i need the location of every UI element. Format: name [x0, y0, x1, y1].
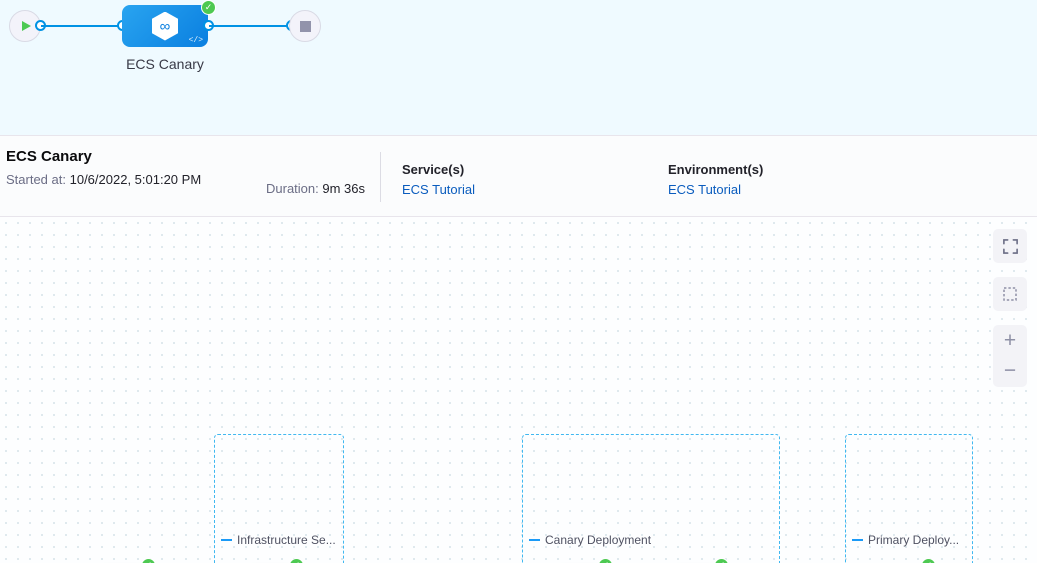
environment-link[interactable]: ECS Tutorial — [668, 182, 741, 197]
group-label-infrastructure-section[interactable]: Infrastructure Se... — [221, 533, 336, 547]
collapse-dash-icon[interactable] — [529, 539, 540, 541]
environments-column: Environment(s) ECS Tutorial — [668, 162, 763, 197]
stage-label: ECS Canary — [126, 56, 204, 72]
fit-to-screen-button[interactable] — [993, 277, 1027, 311]
service-link[interactable]: ECS Tutorial — [402, 182, 475, 197]
collapse-dash-icon[interactable] — [852, 539, 863, 541]
stop-icon — [299, 20, 311, 32]
stage-node-ecs-canary[interactable]: ∞ </> — [122, 5, 208, 47]
group-label-primary-deployment[interactable]: Primary Deploy... — [852, 533, 959, 547]
services-column: Service(s) ECS Tutorial — [402, 162, 475, 197]
zoom-out-button[interactable]: − — [1003, 359, 1017, 382]
edge-stage-to-stop — [209, 25, 291, 27]
harness-hexagon-icon: ∞ — [152, 11, 178, 41]
execution-header: ECS Canary Started at: 10/6/2022, 5:01:2… — [0, 136, 1037, 217]
zoom-in-button[interactable]: + — [1003, 329, 1017, 352]
started-at-row: Started at: 10/6/2022, 5:01:20 PM — [6, 172, 202, 187]
zoom-controls[interactable]: + − — [993, 325, 1027, 387]
started-at-value: 10/6/2022, 5:01:20 PM — [69, 172, 202, 187]
group-label-canary-deployment[interactable]: Canary Deployment — [529, 533, 651, 547]
fullscreen-icon — [1002, 238, 1018, 254]
status-badge-service: ✓ — [141, 558, 156, 563]
group-label-text: Infrastructure Se... — [237, 533, 336, 547]
duration-label: Duration — [266, 181, 316, 196]
group-label-text: Primary Deploy... — [868, 533, 960, 547]
page-title: ECS Canary — [6, 148, 92, 165]
group-primary-deployment[interactable] — [845, 434, 973, 563]
top-pipeline-band: ∞ </> ✓ ECS Canary — [0, 0, 1037, 136]
execution-graph-canvas[interactable]: Infrastructure Se... Canary Deployment P… — [0, 217, 1037, 563]
group-infrastructure-section[interactable] — [214, 434, 344, 563]
duration-value: 9m 36s — [322, 181, 366, 196]
pipeline-stop-node[interactable] — [289, 10, 321, 42]
edge-start-to-stage — [41, 25, 123, 27]
code-badge: </> — [188, 36, 203, 45]
group-canary-deployment[interactable] — [522, 434, 780, 563]
collapse-dash-icon[interactable] — [221, 539, 232, 541]
environments-heading: Environment(s) — [668, 162, 764, 177]
play-icon — [22, 21, 31, 31]
header-divider — [380, 152, 381, 202]
dashed-square-icon — [1003, 287, 1017, 301]
services-heading: Service(s) — [402, 162, 465, 177]
group-label-text: Canary Deployment — [545, 533, 652, 547]
duration-row: Duration: 9m 36s — [266, 181, 366, 196]
fullscreen-button[interactable] — [993, 229, 1027, 263]
started-at-label: Started at — [6, 172, 63, 187]
stage-status-success-icon: ✓ — [201, 0, 216, 15]
